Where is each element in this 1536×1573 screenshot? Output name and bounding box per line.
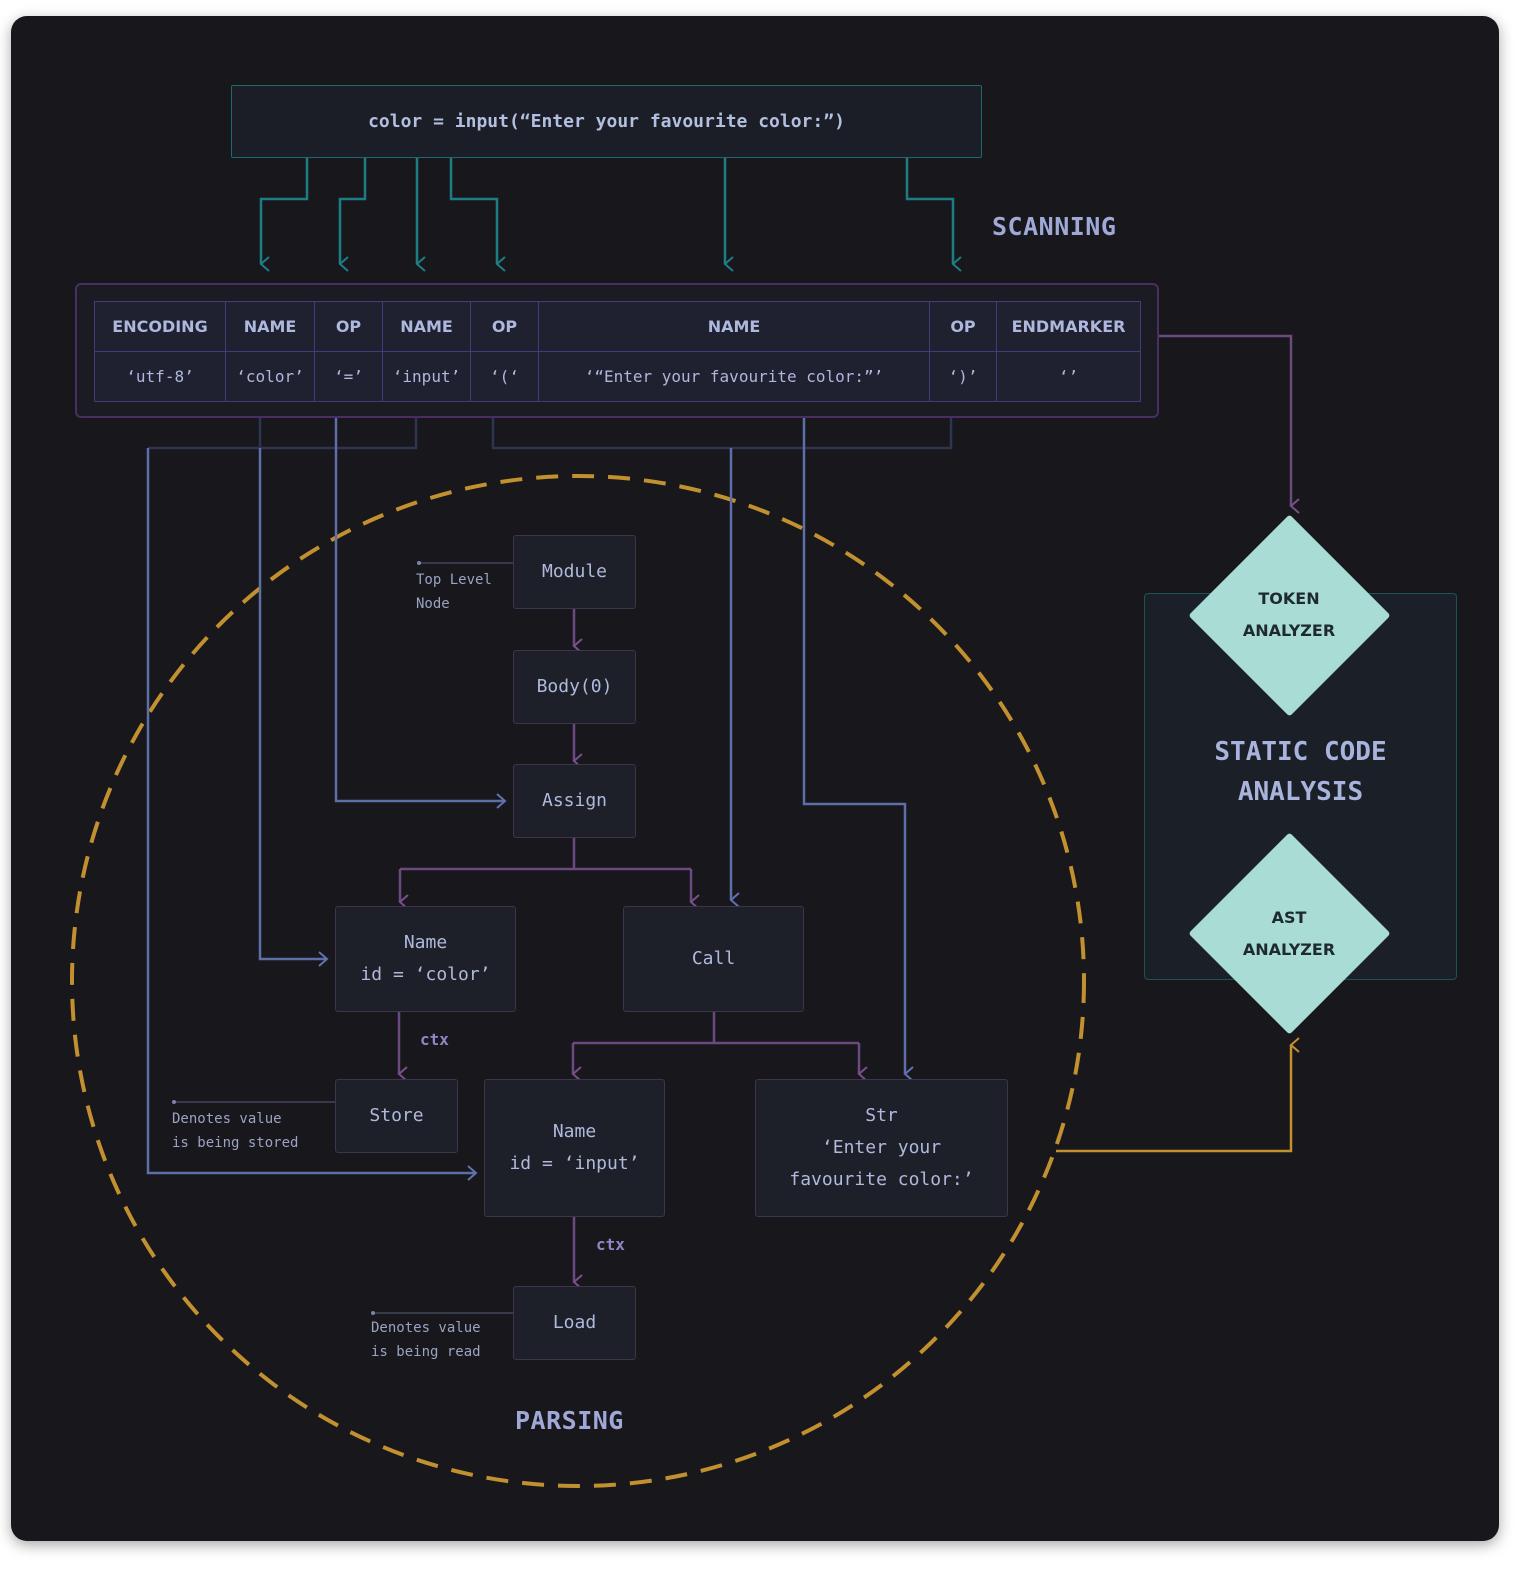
ast-analyzer-line1: AST	[1271, 908, 1307, 927]
name-input-node: Name id = ‘input’	[484, 1079, 665, 1217]
stored-note-line1: Denotes value	[172, 1111, 282, 1127]
top-level-note-line1: Top Level	[416, 572, 492, 588]
body-node: Body(0)	[513, 650, 636, 724]
token-value: ‘input’	[382, 351, 471, 402]
token-type-op: OP	[314, 301, 383, 352]
connector-layer	[70, 142, 1300, 1488]
token-type-name: NAME	[382, 301, 471, 352]
scanning-label: SCANNING	[992, 212, 1117, 241]
static-code-analysis-line1: STATIC CODE	[1214, 737, 1387, 767]
read-note-line2: is being read	[371, 1344, 481, 1360]
stored-note: Denotes value is being stored	[172, 1107, 298, 1155]
stored-note-line2: is being stored	[172, 1135, 299, 1151]
static-code-analysis-line2: ANALYSIS	[1237, 777, 1364, 807]
str-node-title: Str	[865, 1105, 898, 1126]
token-type-op: OP	[929, 301, 997, 352]
token-value-row: ‘utf-8’ ‘color’ ‘=’ ‘input’ ‘(‘ ‘“Enter …	[94, 351, 1141, 402]
token-table: ENCODING NAME OP NAME OP NAME OP ENDMARK…	[94, 301, 1141, 402]
load-node: Load	[513, 1286, 636, 1360]
body-node-label: Body(0)	[536, 676, 613, 697]
module-node-label: Module	[541, 561, 608, 582]
assign-node-label: Assign	[541, 790, 608, 811]
call-node: Call	[623, 906, 804, 1012]
str-node-value-line1: ‘Enter your	[821, 1137, 942, 1158]
token-type-encoding: ENCODING	[94, 301, 226, 352]
token-value: ‘color’	[225, 351, 315, 402]
top-level-note: Top Level Node	[416, 568, 492, 616]
token-value: ‘utf-8’	[94, 351, 226, 402]
name-input-node-title: Name	[552, 1121, 597, 1142]
name-color-node-title: Name	[403, 932, 448, 953]
str-node-value-line2: favourite color:’	[789, 1169, 974, 1190]
token-analyzer-line1: TOKEN	[1258, 589, 1320, 608]
ast-analyzer-label: AST ANALYZER	[1189, 902, 1389, 966]
static-code-analysis-label: STATIC CODE ANALYSIS	[1144, 732, 1457, 812]
name-color-node: Name id = ‘color’	[335, 906, 516, 1012]
token-type-name: NAME	[225, 301, 315, 352]
name-color-node-id: id = ‘color’	[360, 964, 491, 985]
module-node: Module	[513, 535, 636, 609]
store-node: Store	[335, 1079, 458, 1153]
ctx-load-label: ctx	[596, 1235, 625, 1254]
token-type-endmarker: ENDMARKER	[996, 301, 1141, 352]
ast-analyzer-line2: ANALYZER	[1242, 940, 1336, 959]
token-value: ‘’	[996, 351, 1141, 402]
read-note-line1: Denotes value	[371, 1320, 481, 1336]
top-level-note-line2: Node	[416, 596, 450, 612]
parsing-label: PARSING	[515, 1406, 624, 1435]
load-node-label: Load	[552, 1312, 597, 1333]
name-input-node-id: id = ‘input’	[509, 1153, 640, 1174]
source-code-text: color = input(“Enter your favourite colo…	[368, 111, 845, 132]
token-value: ‘)’	[929, 351, 997, 402]
token-type-op: OP	[470, 301, 539, 352]
token-value: ‘“Enter your favourite color:”’	[538, 351, 930, 402]
token-analyzer-label: TOKEN ANALYZER	[1189, 583, 1389, 647]
token-value: ‘(‘	[470, 351, 539, 402]
call-node-label: Call	[691, 948, 736, 969]
source-code-box: color = input(“Enter your favourite colo…	[231, 85, 982, 158]
token-analyzer-line2: ANALYZER	[1242, 621, 1336, 640]
store-node-label: Store	[369, 1105, 424, 1126]
token-type-name: NAME	[538, 301, 930, 352]
token-type-row: ENCODING NAME OP NAME OP NAME OP ENDMARK…	[94, 301, 1141, 352]
read-note: Denotes value is being read	[371, 1316, 481, 1364]
parsing-boundary	[70, 474, 1086, 1488]
ctx-store-label: ctx	[420, 1030, 449, 1049]
diagram-canvas: color = input(“Enter your favourite colo…	[11, 16, 1499, 1541]
assign-node: Assign	[513, 764, 636, 838]
str-node: Str ‘Enter your favourite color:’	[755, 1079, 1008, 1217]
token-value: ‘=’	[314, 351, 383, 402]
